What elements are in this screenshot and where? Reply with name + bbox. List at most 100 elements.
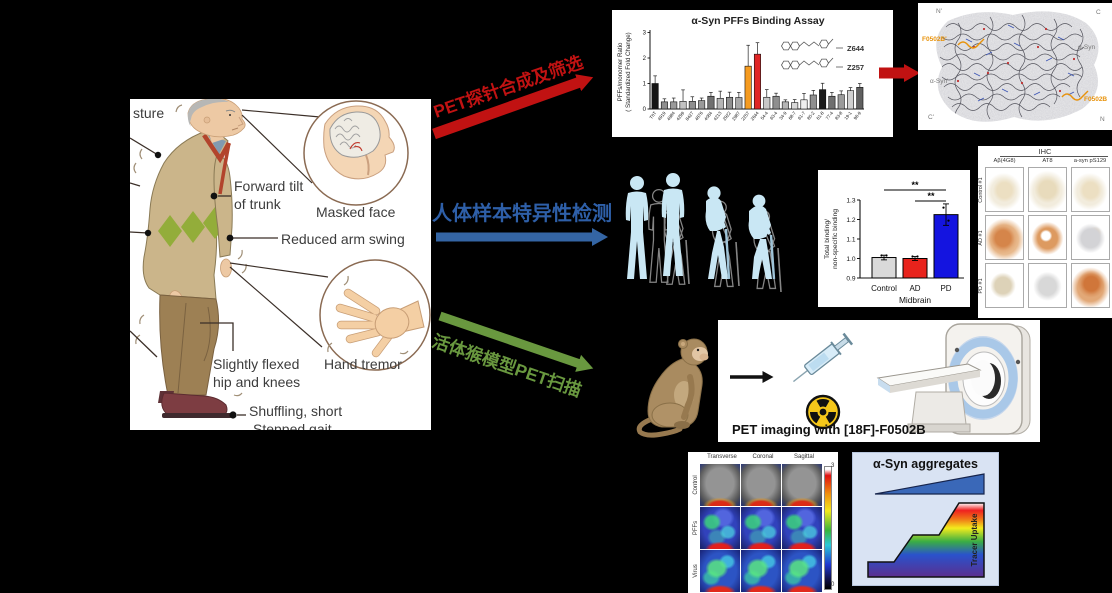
pet-scan-cell-r2c1 xyxy=(741,550,781,592)
midbrain-ylabel: Total binding/ xyxy=(824,219,831,259)
pet-scan-cell-r0c0 xyxy=(700,464,740,506)
label-shuffling: Shuffling, short xyxy=(249,403,342,419)
svg-text:61-8: 61-8 xyxy=(815,110,825,121)
patient-illustration-panel: sture Forward tilt of trunk Masked face … xyxy=(130,99,431,430)
aggregates-title: α-Syn aggregates xyxy=(873,457,978,471)
red-flow-arrow xyxy=(432,74,594,140)
svg-text:2922: 2922 xyxy=(722,110,732,121)
label-reduced-arm-swing: Reduced arm swing xyxy=(281,231,405,247)
label-a-syn-prime: α-Syn' xyxy=(930,78,948,85)
svg-text:Stepped gait: Stepped gait xyxy=(253,421,332,430)
svg-text:non-specific binding: non-specific binding xyxy=(832,209,839,269)
aggregates-panel: α-Syn aggregates Tracer Uptake xyxy=(852,452,999,586)
binding-assay-panel: α-Syn PFFs Binding Assay PFFs/monomer Ra… xyxy=(612,10,893,137)
svg-text:2987: 2987 xyxy=(731,110,741,121)
protein-structure-panel: N' C F0502B' α-Syn α-Syn' F0502B C' N xyxy=(918,3,1112,130)
svg-text:1.1: 1.1 xyxy=(846,236,855,243)
svg-text:1.0: 1.0 xyxy=(846,256,855,263)
svg-text:0.9: 0.9 xyxy=(846,275,855,282)
svg-text:**: ** xyxy=(911,180,919,190)
svg-text:Control: Control xyxy=(871,284,897,293)
label-c: C xyxy=(1096,9,1101,16)
svg-text:2: 2 xyxy=(643,56,647,62)
svg-text:( Standardized Fold Change): ( Standardized Fold Change) xyxy=(625,32,632,111)
midbrain-binding-panel: Total binding/ non-specific binding 0.9 1… xyxy=(818,170,970,307)
ihc-col-ab4g8: Aβ(4G8) xyxy=(993,158,1016,164)
pet-scan-cell-r0c1 xyxy=(741,464,781,506)
svg-text:4876: 4876 xyxy=(694,110,704,121)
svg-text:0: 0 xyxy=(643,107,647,113)
svg-text:4084: 4084 xyxy=(703,110,713,121)
hand-inset-circle xyxy=(229,259,431,371)
syringe-icon xyxy=(792,332,854,383)
pet-scan-cell-r0c2 xyxy=(782,464,822,506)
tracer-uptake-steps xyxy=(867,502,985,578)
colorbar-min: 0 xyxy=(831,582,835,588)
ihc-cell-r1c2 xyxy=(1071,215,1110,260)
flow-label-human-samples: 人体样本特异性检测 xyxy=(432,203,612,225)
svg-text:80-2: 80-2 xyxy=(806,110,816,121)
svg-text:AD: AD xyxy=(909,284,920,293)
svg-text:8427: 8427 xyxy=(685,110,695,121)
ihc-title-rule xyxy=(1000,156,1108,157)
assay-title: α-Syn PFFs Binding Assay xyxy=(691,15,824,27)
svg-text:4299: 4299 xyxy=(675,110,685,121)
pet-scan-panel: Transverse Coronal Sagittal Control PFFs… xyxy=(688,452,838,593)
ihc-cell-r2c0 xyxy=(985,263,1024,308)
svg-text:2644: 2644 xyxy=(750,110,760,121)
ihc-cell-r1c0 xyxy=(985,215,1024,260)
ihc-cell-r0c2 xyxy=(1071,167,1110,212)
svg-text:63-4: 63-4 xyxy=(769,110,779,121)
svg-text:61-7: 61-7 xyxy=(797,110,807,121)
scan-colorbar xyxy=(824,466,832,590)
ihc-cell-r0c0 xyxy=(985,167,1024,212)
parkinsons-patient-figure: sture Forward tilt of trunk Masked face … xyxy=(130,99,431,430)
svg-text:Midbrain: Midbrain xyxy=(899,295,931,305)
leader-lines xyxy=(130,137,278,419)
pet-scan-cell-r2c0 xyxy=(700,550,740,592)
svg-text:PD: PD xyxy=(940,284,951,293)
svg-text:1.2: 1.2 xyxy=(846,217,855,224)
pet-imaging-caption: PET imaging with [18F]-F0502B xyxy=(732,422,926,437)
scan-col-coronal: Coronal xyxy=(752,454,774,460)
svg-text:hip and knees: hip and knees xyxy=(213,374,300,390)
radioactive-icon xyxy=(805,394,841,430)
ihc-row-control: Control #1 xyxy=(978,177,984,203)
ihc-row-pd: PD #1 xyxy=(978,278,984,294)
pet-imaging-panel: PET imaging with [18F]-F0502B xyxy=(718,320,1040,442)
brain-inset-circle xyxy=(241,100,409,206)
ihc-cell-r1c1 xyxy=(1028,215,1067,260)
green-flow-arrow xyxy=(438,311,594,372)
compound-z257: Z257 xyxy=(847,63,864,72)
ligand-f0502b-prime xyxy=(957,38,985,49)
aggregates-wedge xyxy=(874,473,985,495)
svg-text:54-4: 54-4 xyxy=(760,110,770,121)
svg-text:1.3: 1.3 xyxy=(846,197,855,204)
label-n: N xyxy=(1100,116,1105,123)
pet-scan-cell-r2c2 xyxy=(782,550,822,592)
ihc-panel: IHC Aβ(4G8) AT8 a-syn pS129 Control #1 A… xyxy=(978,146,1112,318)
stooped-man xyxy=(133,99,247,418)
red-arrow-to-structure xyxy=(879,64,920,82)
label-a-syn: α-Syn xyxy=(1078,44,1096,51)
ihc-cell-r2c2 xyxy=(1071,263,1110,308)
pet-scan-cell-r1c0 xyxy=(700,507,740,549)
scan-row-virus: Virus xyxy=(693,564,699,578)
parkinson-progression-silhouettes xyxy=(625,173,782,293)
pet-scanner xyxy=(876,323,1031,435)
svg-text:4984: 4984 xyxy=(666,110,676,121)
svg-text:4213: 4213 xyxy=(712,110,722,121)
label-slightly-flexed: Slightly flexed xyxy=(213,356,299,372)
svg-text:83-8: 83-8 xyxy=(834,110,844,121)
label-posture-partial: sture xyxy=(133,105,164,121)
svg-text:3: 3 xyxy=(643,31,647,37)
svg-text:**: ** xyxy=(927,191,935,201)
scan-col-transverse: Transverse xyxy=(707,454,737,460)
label-forward-tilt: Forward tilt xyxy=(234,178,303,194)
ihc-cell-r0c1 xyxy=(1028,167,1067,212)
svg-text:96-9: 96-9 xyxy=(853,110,863,121)
label-n-prime: N' xyxy=(936,8,942,15)
svg-text:19-1: 19-1 xyxy=(843,110,853,121)
